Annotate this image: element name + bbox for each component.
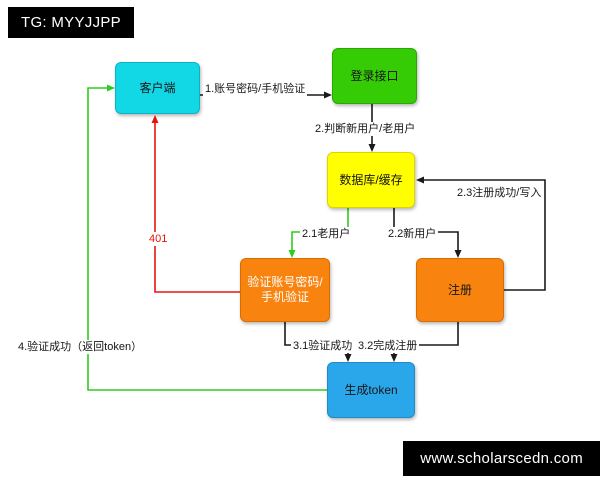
- edge-label-return-token: 4.验证成功（返回token）: [16, 340, 145, 354]
- node-database-cache: 数据库/缓存: [327, 152, 415, 208]
- node-client: 客户端: [115, 62, 200, 114]
- edge-label-verify-success: 3.1验证成功: [291, 339, 355, 353]
- node-register: 注册: [416, 258, 504, 322]
- edge-label-credentials: 1.账号密码/手机验证: [203, 82, 308, 96]
- edge-label-old-user: 2.1老用户: [300, 227, 353, 241]
- arrow-token-return-to-client: [87, 84, 327, 391]
- edge-label-401: 401: [147, 232, 170, 246]
- arrow-401-to-client: [151, 115, 240, 293]
- arrow-register-writeback-to-database: [416, 176, 546, 291]
- edge-label-register-done: 3.2完成注册: [356, 339, 420, 353]
- node-generate-token-label: 生成token: [344, 382, 398, 397]
- banner-watermark-url: www.scholarscedn.com: [403, 441, 600, 476]
- node-register-label: 注册: [447, 282, 472, 297]
- node-login-api: 登录接口: [332, 48, 417, 104]
- node-generate-token: 生成token: [327, 362, 415, 418]
- edge-label-judge-user: 2.判断新用户/老用户: [313, 122, 418, 136]
- node-login-api-label: 登录接口: [350, 68, 399, 83]
- node-verify-credentials-label: 验证账号密码/手机验证: [247, 275, 323, 304]
- node-database-cache-label: 数据库/缓存: [339, 172, 403, 187]
- edge-label-new-user: 2.2新用户: [386, 227, 439, 241]
- node-client-label: 客户端: [139, 80, 176, 95]
- node-verify-credentials: 验证账号密码/手机验证: [240, 258, 330, 322]
- edge-label-register-success: 2.3注册成功/写入: [455, 186, 544, 200]
- banner-telegram-tag: TG: MYYJJPP: [8, 7, 134, 38]
